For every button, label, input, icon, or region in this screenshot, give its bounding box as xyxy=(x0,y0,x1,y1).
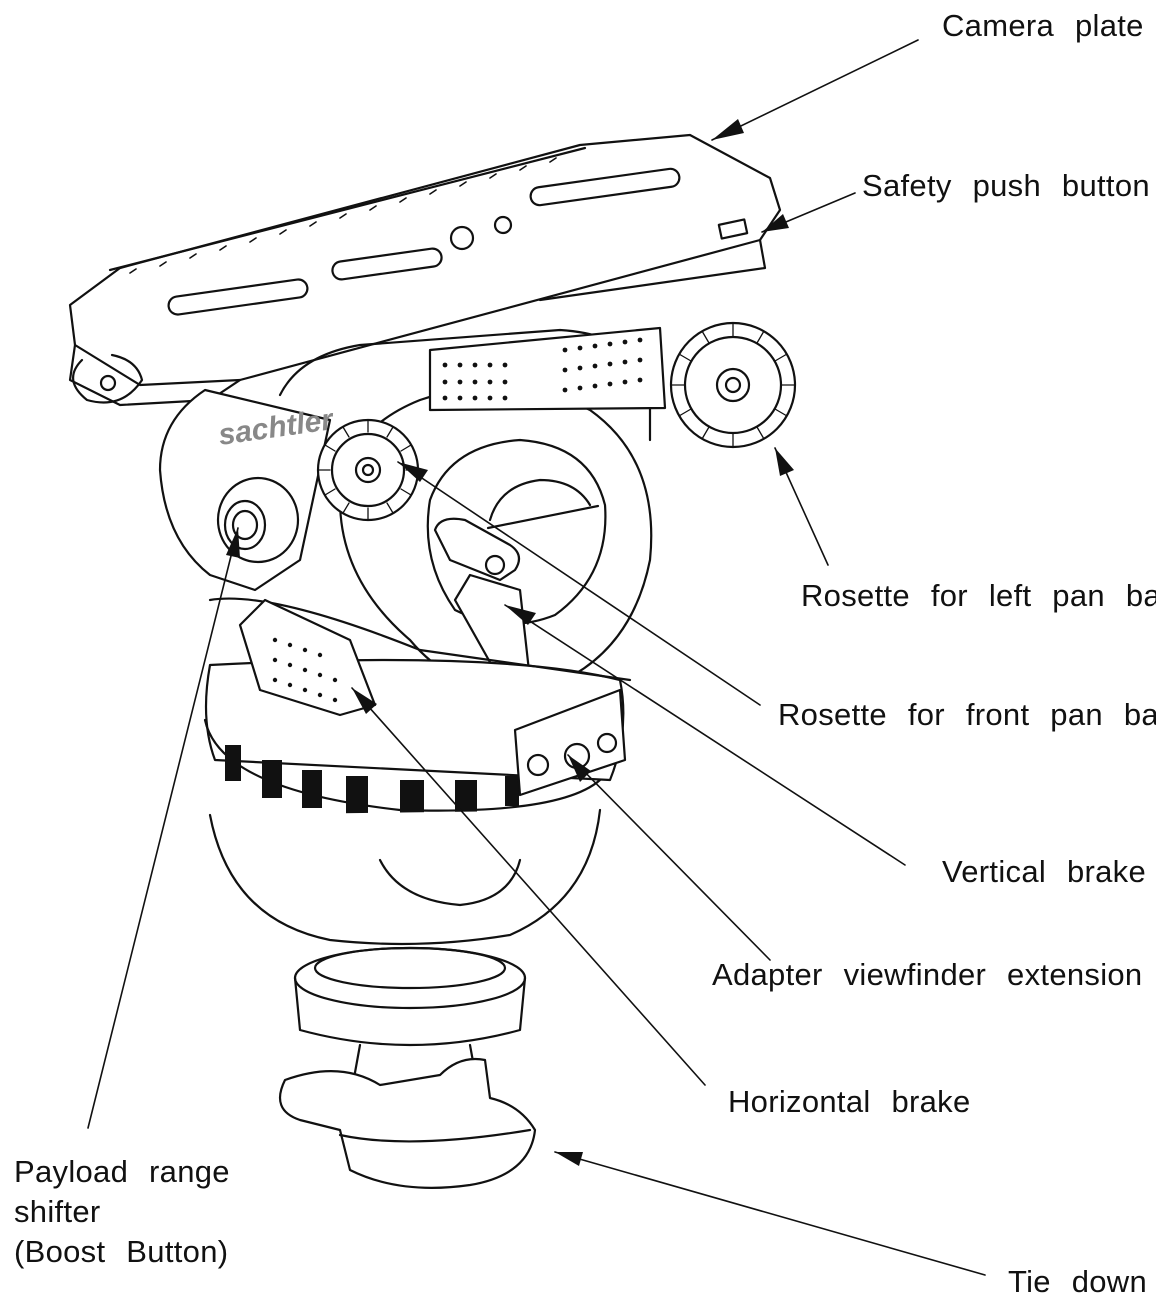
label-horizontal-brake: Horizontal brake xyxy=(728,1084,971,1119)
label-payload-line2: shifter xyxy=(14,1194,101,1229)
leader-tie-down xyxy=(554,1151,986,1276)
leader-payload xyxy=(87,527,239,1129)
tie-down-drawing xyxy=(278,946,537,1189)
label-payload-line3: (Boost Button) xyxy=(14,1234,229,1269)
camera-plate xyxy=(68,133,782,407)
leader-camera-plate xyxy=(711,39,919,141)
label-payload-range-shifter: Payload range shifter (Boost Button) xyxy=(14,1152,230,1272)
label-tie-down: Tie down xyxy=(1008,1264,1148,1299)
label-payload-line1: Payload range xyxy=(14,1154,230,1189)
pan-base xyxy=(203,597,632,816)
leader-adapter xyxy=(567,754,771,961)
vertical-brake-drawing xyxy=(433,517,532,682)
rosette-front-drawing xyxy=(316,418,420,522)
label-rosette-left-pan: Rosette for left pan bar xyxy=(801,578,1156,613)
bowl xyxy=(208,808,602,946)
leader-vertical-brake xyxy=(504,604,906,866)
label-rosette-front-pan: Rosette for front pan bar xyxy=(778,697,1156,732)
label-adapter-viewfinder: Adapter viewfinder extension xyxy=(712,957,1143,992)
leader-horizontal-brake xyxy=(351,687,706,1086)
leader-rosette-front xyxy=(397,461,761,706)
label-vertical-brake: Vertical brake xyxy=(942,854,1147,889)
arrowheads xyxy=(226,119,794,1166)
rosette-left-drawing xyxy=(669,321,797,449)
label-camera-plate: Camera plate xyxy=(942,8,1144,43)
label-safety-push-button: Safety push button xyxy=(862,168,1150,203)
